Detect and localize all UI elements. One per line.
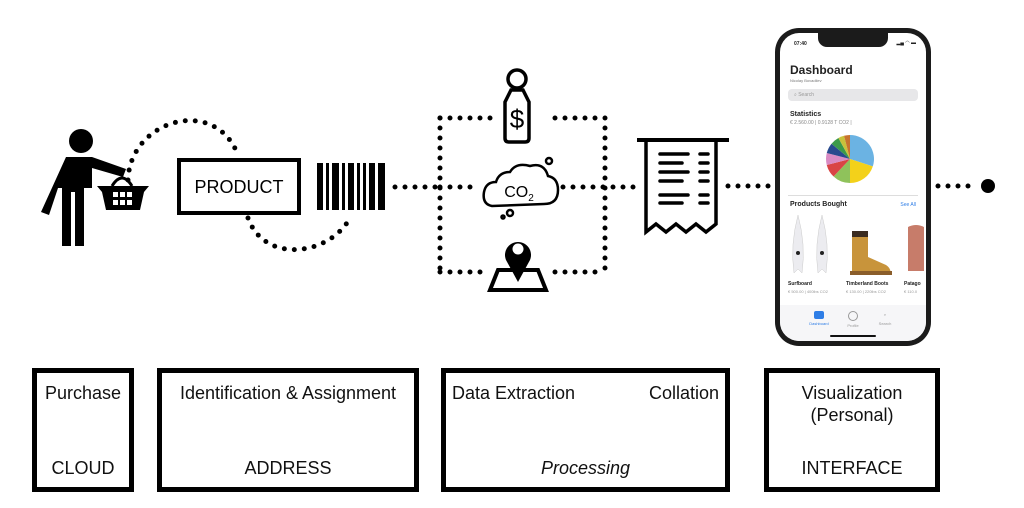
stage-title: Identification & Assignment (179, 383, 397, 403)
statistics-value: € 2.560.00 | 0.9128 T CO2 | (790, 120, 852, 126)
divider (788, 195, 918, 196)
pie-slice (838, 135, 850, 159)
search-icon: ⌕ (883, 312, 887, 317)
stage-subtitle: Processing (540, 458, 631, 478)
pie-slice (850, 135, 874, 167)
tab-search[interactable]: ⌕Search (878, 312, 892, 326)
co2-label: CO2 (504, 184, 534, 204)
stage-purchase: Purchase CLOUD (32, 368, 134, 492)
product-label: PRODUCT (195, 177, 284, 197)
stage-title-line2: (Personal) (810, 405, 894, 425)
stage-title-left: Data Extraction (452, 383, 576, 403)
search-icon: ⌕ (794, 92, 799, 98)
profile-icon (848, 311, 858, 321)
stage-subtitle: CLOUD (51, 458, 115, 478)
folder-icon (814, 311, 824, 319)
stage-title-right: Collation (648, 383, 719, 403)
product-price: € 500.00 | 400lbs CO2 (788, 289, 828, 294)
phone-notch (818, 33, 888, 47)
pie-slice (833, 159, 850, 183)
receipt-icon (637, 138, 729, 236)
product-name: Timberland Boots (846, 281, 889, 287)
map-pin-icon (487, 242, 549, 292)
tab-profile[interactable]: Profile (838, 311, 868, 328)
stage-title: Purchase (44, 383, 122, 403)
pie-slice (850, 159, 873, 183)
pie-slice (844, 135, 850, 159)
product-name: Patago (904, 281, 921, 287)
home-indicator (830, 335, 876, 337)
status-time: 07:40 (794, 41, 807, 47)
stage-identification: Identification & Assignment ADDRESS (157, 368, 419, 492)
smartphone-mockup: 07:40 ▂▄ ◠ ▬ Dashboard Nicolay Bovadliev… (775, 28, 931, 346)
person-with-basket-icon (41, 129, 149, 246)
svg-text:$: $ (510, 104, 525, 134)
search-input[interactable]: ⌕ Search (788, 89, 918, 101)
stage-subtitle: ADDRESS (244, 458, 332, 478)
tab-bar: Dashboard Profile ⌕Search (780, 305, 926, 341)
stage-title-line1: Visualization (801, 383, 903, 403)
boots-image[interactable] (844, 213, 896, 279)
user-name: Nicolay Bovadliev (790, 78, 822, 83)
product-price: € 130.00 | 220lbs CO2 (846, 289, 886, 294)
search-placeholder: Search (798, 92, 815, 98)
stage-visualization: Visualization (Personal) INTERFACE (764, 368, 940, 492)
end-dot (981, 179, 995, 193)
pie-slice (826, 159, 850, 177)
surfboard-image[interactable] (788, 213, 838, 279)
jacket-image[interactable] (900, 213, 926, 279)
pie-slice (826, 153, 850, 165)
barcode-icon (317, 163, 385, 210)
products-bought-title: Products Bought (790, 201, 847, 208)
dashboard-title: Dashboard (790, 63, 853, 77)
dotted-connectors (125, 115, 981, 275)
stage-subtitle: INTERFACE (801, 458, 903, 478)
product-box (177, 158, 301, 215)
product-name: Surfboard (788, 281, 812, 287)
pie-slice (826, 143, 850, 159)
product-price: € 110.0 (904, 289, 918, 294)
pie-slice (831, 137, 850, 159)
statistics-title: Statistics (790, 111, 822, 118)
co2-cloud-icon (482, 156, 560, 220)
statistics-pie-chart (826, 135, 874, 183)
see-all-link[interactable]: See All (900, 202, 916, 208)
dollar-price-tag-icon: $ (503, 68, 531, 144)
stage-processing: Data Extraction Collation Processing (441, 368, 730, 492)
status-icons: ▂▄ ◠ ▬ (896, 40, 916, 46)
app-screen: 07:40 ▂▄ ◠ ▬ Dashboard Nicolay Bovadliev… (780, 33, 926, 341)
tab-dashboard[interactable]: Dashboard (804, 311, 834, 326)
